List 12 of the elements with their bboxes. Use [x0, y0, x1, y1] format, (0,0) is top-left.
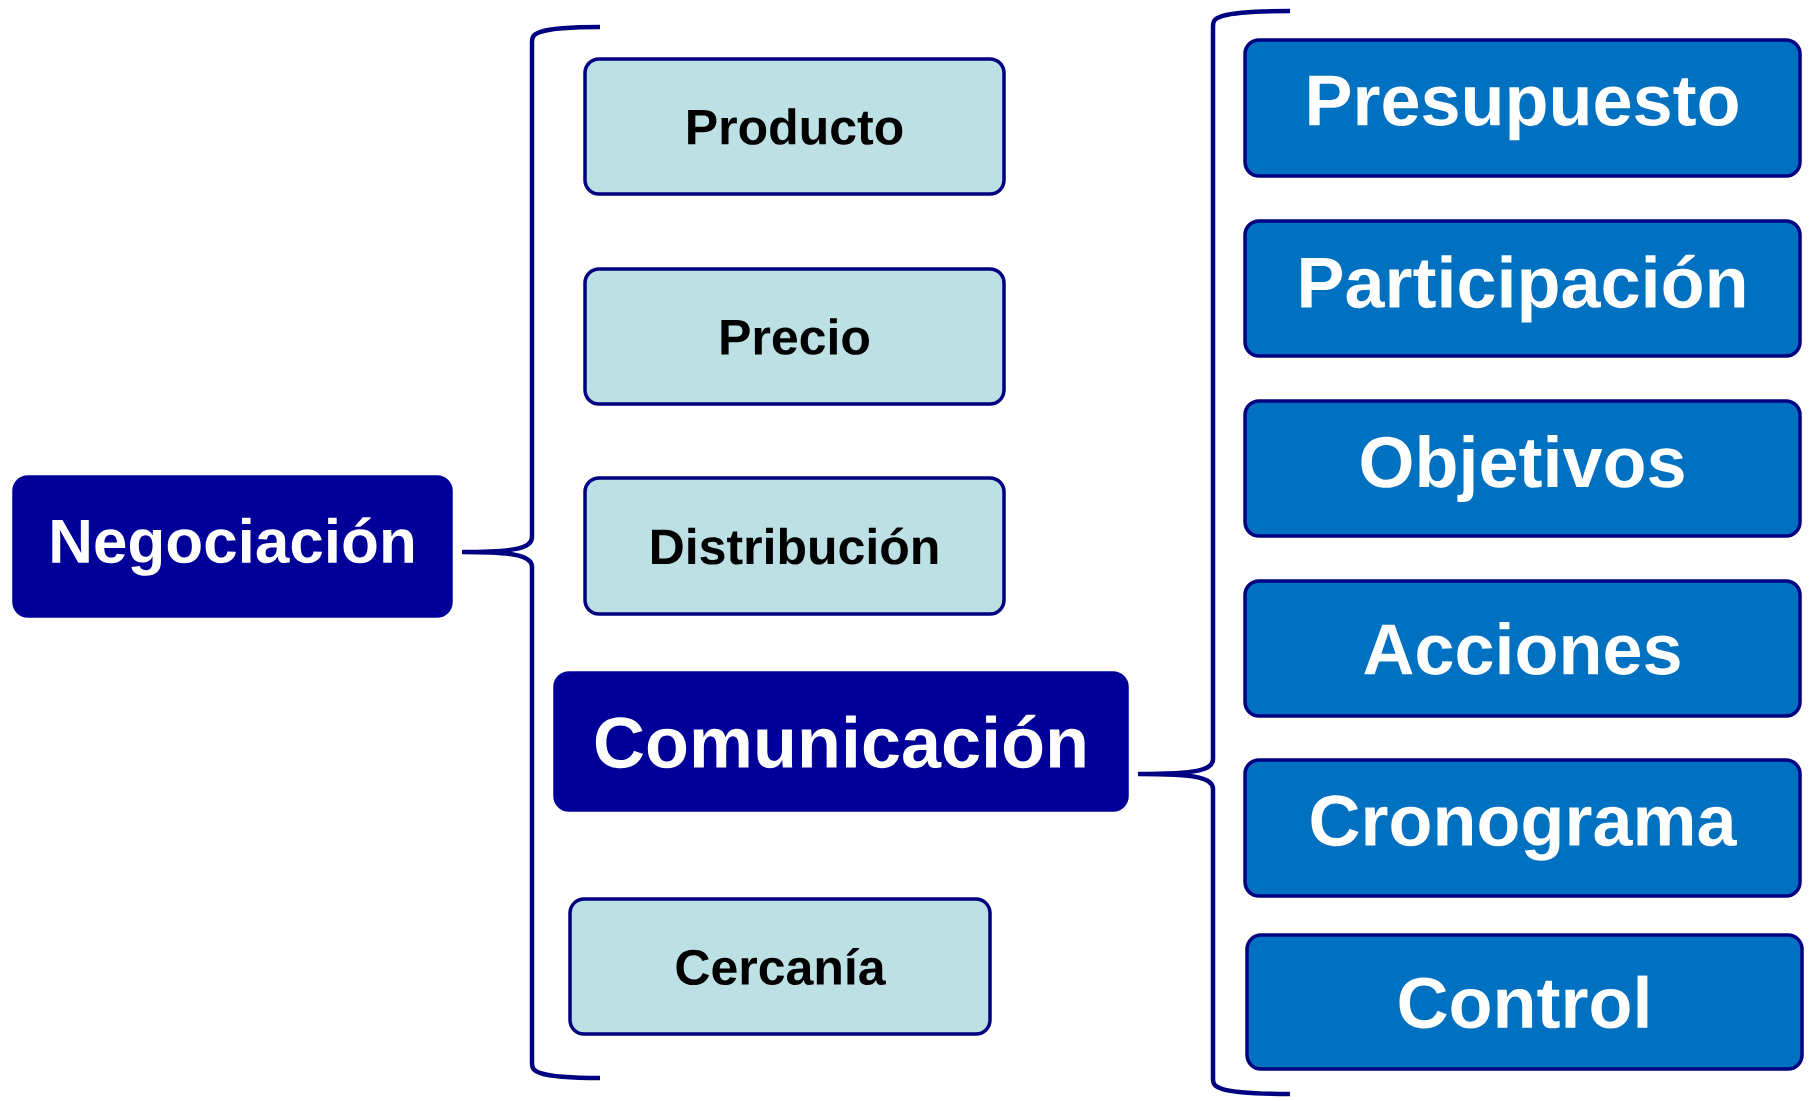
topic-box: Producto [583, 57, 1006, 196]
topic-box: Precio [583, 267, 1006, 406]
topic-box: Distribución [583, 476, 1006, 616]
topic-box: Cercanía [568, 897, 992, 1036]
subtopic-box: Presupuesto [1243, 38, 1802, 178]
subtopic-box: Participación [1243, 219, 1802, 358]
subtopic-box: Control [1245, 933, 1804, 1071]
main-box: Comunicación [553, 671, 1129, 812]
subtopic-box: Cronograma [1243, 758, 1802, 898]
main-box: Negociación [12, 475, 453, 618]
subtopic-box: Acciones [1243, 579, 1802, 718]
subtopic-box: Objetivos [1243, 399, 1802, 538]
